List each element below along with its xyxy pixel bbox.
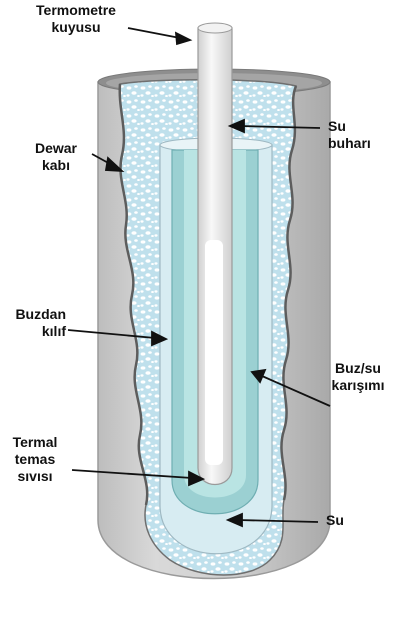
- label-dewar-line1: Dewar: [18, 140, 94, 157]
- label-water-vapor-line2: buharı: [328, 135, 394, 152]
- label-water-vapor-line1: Su: [328, 118, 394, 135]
- label-ice-mantle: Buzdan kılıf: [0, 306, 66, 340]
- label-water-vapor: Su buharı: [328, 118, 394, 152]
- label-thermal-contact-fluid: Termal temas sıvısı: [0, 434, 70, 485]
- label-ice-water-mixture: Buz/su karışımı: [322, 360, 394, 394]
- label-water: Su: [326, 512, 366, 529]
- label-water-line1: Su: [326, 512, 366, 529]
- label-thermometer-well-line2: kuyusu: [0, 19, 152, 36]
- label-dewar-line2: kabı: [18, 157, 94, 174]
- label-ice-mantle-line2: kılıf: [0, 323, 66, 340]
- label-ice-water-mixture-line1: Buz/su: [322, 360, 394, 377]
- label-thermometer-well-line1: Termometre: [0, 2, 152, 19]
- label-ice-mantle-line1: Buzdan: [0, 306, 66, 323]
- label-ice-water-mixture-line2: karışımı: [322, 377, 394, 394]
- thermometer-well-top: [198, 23, 232, 33]
- label-thermal-contact-fluid-line1: Termal: [0, 434, 70, 451]
- label-thermal-contact-fluid-line3: sıvısı: [0, 468, 70, 485]
- label-thermometer-well: Termometre kuyusu: [0, 2, 152, 36]
- label-thermal-contact-fluid-line2: temas: [0, 451, 70, 468]
- label-dewar: Dewar kabı: [18, 140, 94, 174]
